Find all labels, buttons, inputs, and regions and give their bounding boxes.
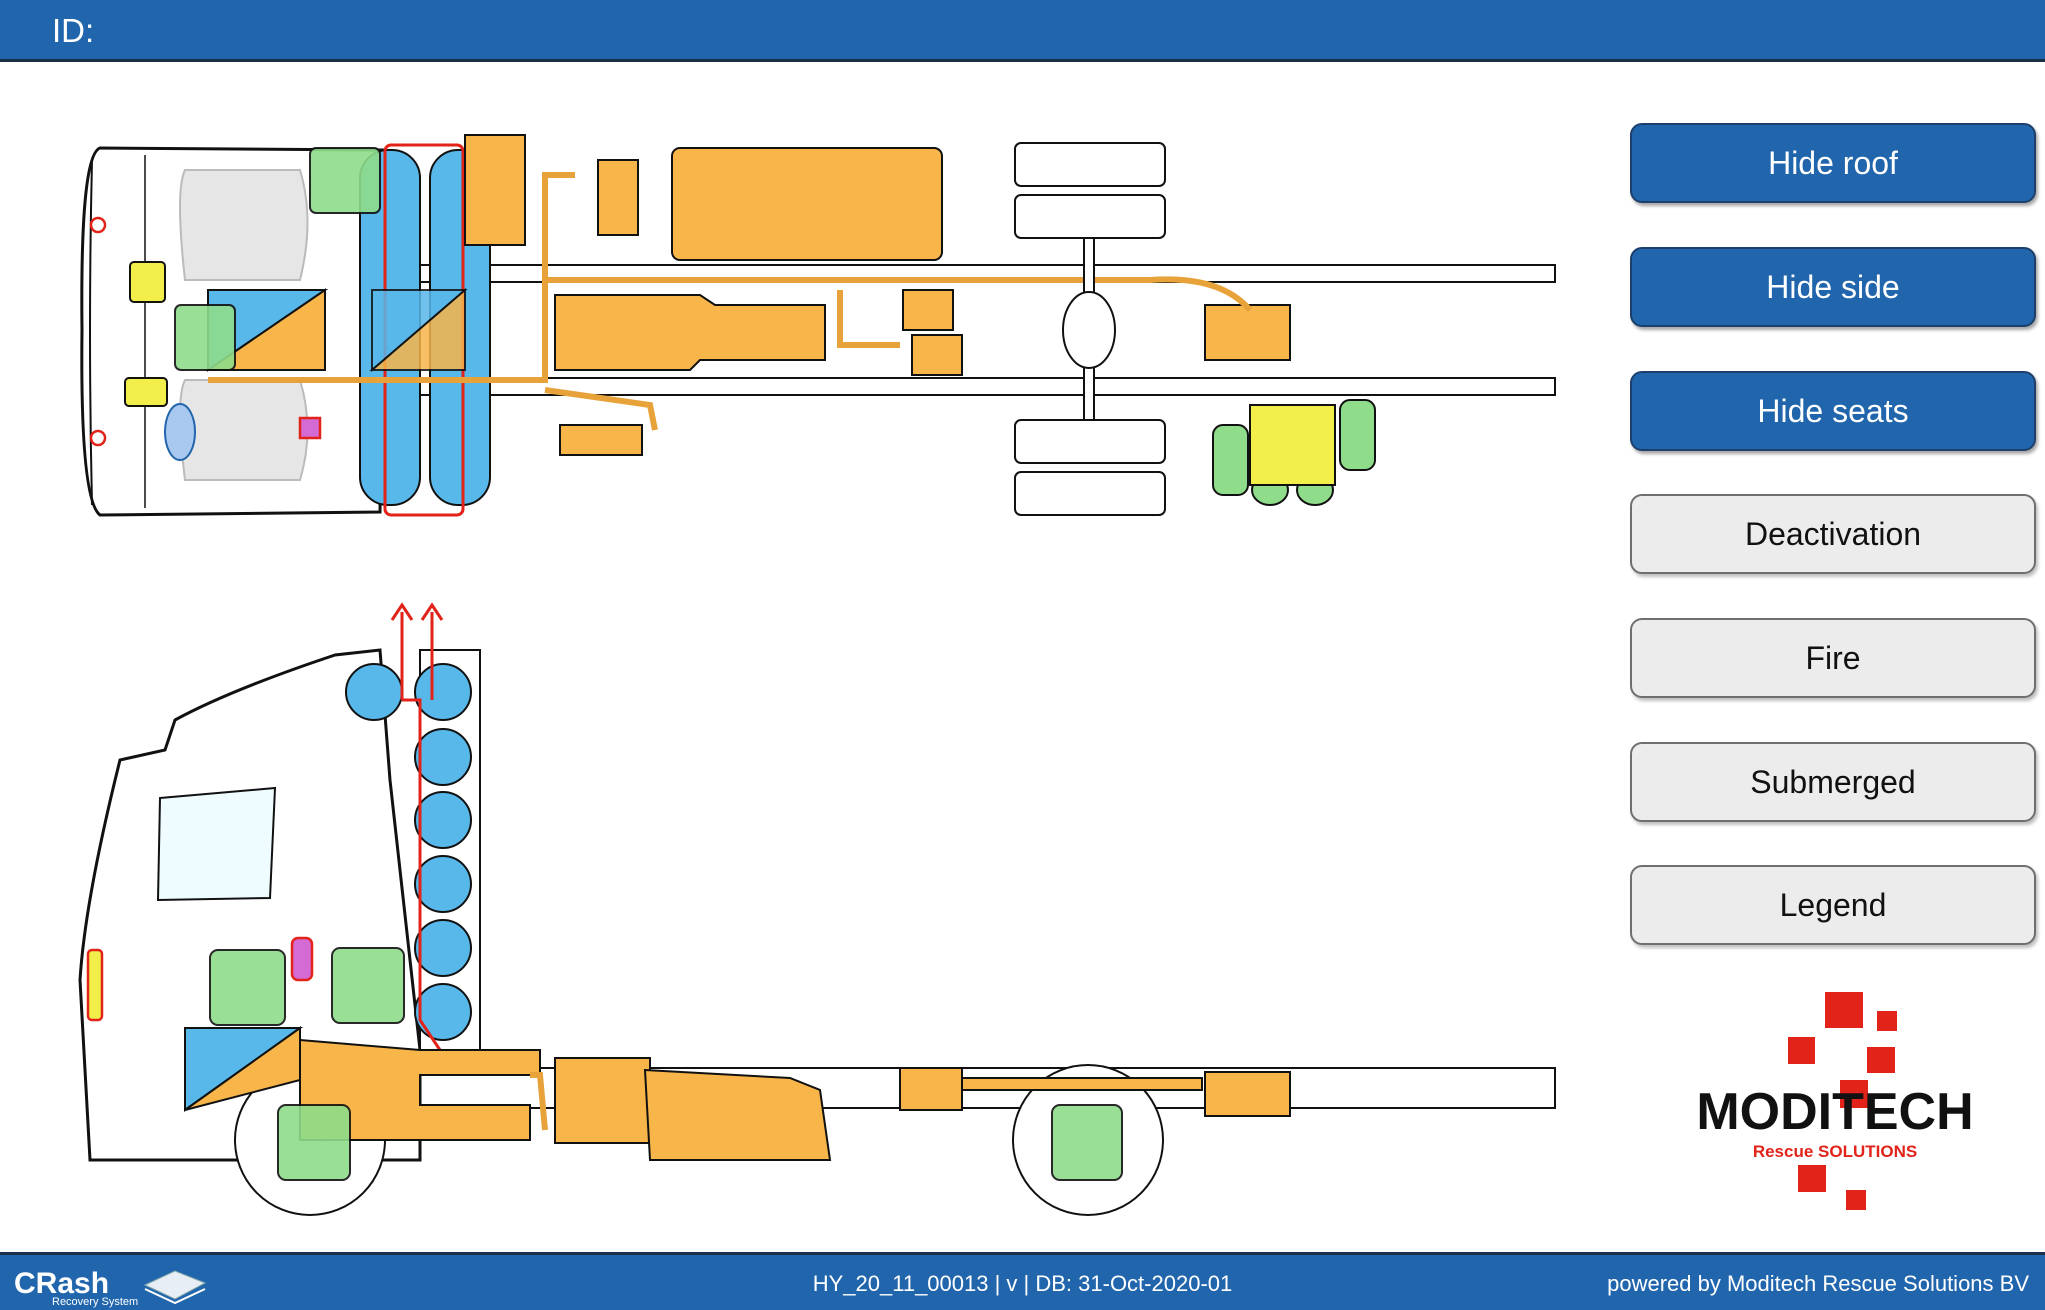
footer-bar: CRash Recovery System HY_20_11_00013 | v… [0, 1252, 2045, 1310]
top-view [80, 134, 1556, 517]
vehicle-diagram [78, 134, 1556, 1216]
hide-seats-button[interactable]: Hide seats [1630, 371, 2036, 451]
top-bar: ID: [0, 0, 2045, 62]
fire-button[interactable]: Fire [1630, 618, 2036, 698]
submerged-button[interactable]: Submerged [1630, 742, 2036, 822]
id-label: ID: [52, 12, 95, 49]
deactivation-button[interactable]: Deactivation [1630, 494, 2036, 574]
moditech-logo-tagline: Rescue SOLUTIONS [1753, 1142, 1917, 1161]
driver-seat-outline [179, 169, 309, 281]
hide-side-button[interactable]: Hide side [1630, 247, 2036, 327]
crash-logo-sub: Recovery System [52, 1296, 138, 1308]
moditech-logo-name: MODITECH [1696, 1083, 1973, 1141]
moditech-logo: MODITECH Rescue SOLUTIONS [1696, 992, 1974, 1210]
crash-recovery-logo: CRash Recovery System [14, 1267, 207, 1308]
side-view [78, 602, 1556, 1216]
footer-db-info: HY_20_11_00013 | v | DB: 31-Oct-2020-01 [812, 1271, 1233, 1296]
crash-logo-main: CRash [14, 1267, 109, 1300]
passenger-seat-outline [179, 379, 309, 481]
footer-powered-by: powered by Moditech Rescue Solutions BV [1607, 1271, 2029, 1296]
legend-button[interactable]: Legend [1630, 865, 2036, 945]
moditech-logo-squares [1788, 992, 1897, 1210]
hide-roof-button[interactable]: Hide roof [1630, 123, 2036, 203]
